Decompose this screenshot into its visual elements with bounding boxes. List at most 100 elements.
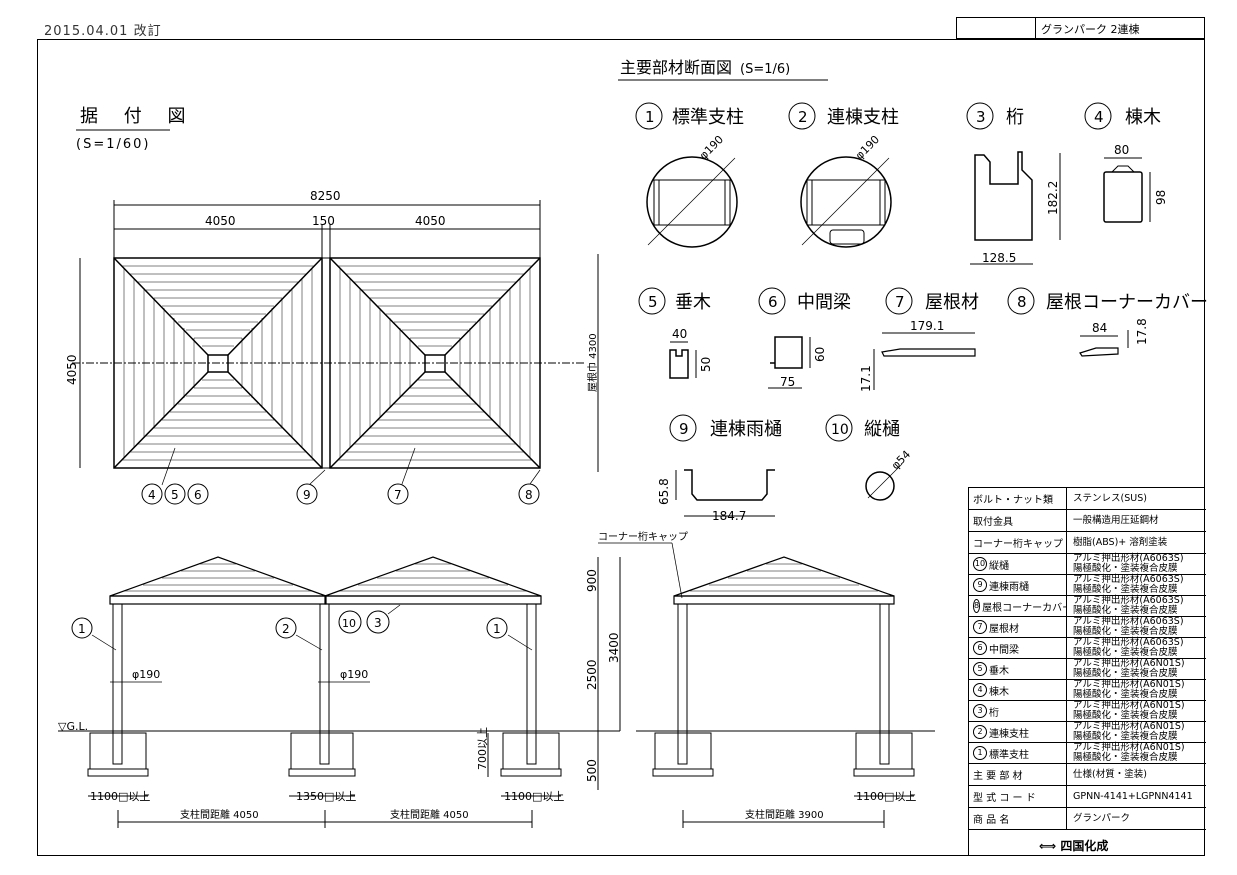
plan-callout-4: 4 xyxy=(148,488,156,502)
spec-value: アルミ押出形材(A6N01S)陽極酸化・塗装複合皮膜 xyxy=(1073,701,1185,721)
spec-value-text: アルミ押出形材(A6N01S) xyxy=(1073,742,1185,753)
plan-callout-8: 8 xyxy=(525,488,533,502)
spec-label: 主 要 部 材 xyxy=(969,764,1067,785)
part-10-name: 縦樋 xyxy=(864,419,900,440)
part-1-dim: φ190 xyxy=(697,133,726,162)
part-9-dim-w: 184.7 xyxy=(712,509,746,523)
spec-value-finish: 陽極酸化・塗装複合皮膜 xyxy=(1073,605,1178,616)
spec-value: 一般構造用圧延鋼材 xyxy=(1073,510,1159,531)
spec-row: コーナー桁キャップ樹脂(ABS)+ 溶剤塗装 xyxy=(969,532,1206,554)
spec-value-text: 樹脂(ABS)+ 溶剤塗装 xyxy=(1073,536,1168,548)
title-box: グランパーク 2連棟 xyxy=(956,17,1205,39)
spec-value-text: グランパーク xyxy=(1073,812,1131,824)
spec-value-text: アルミ押出形材(A6063S) xyxy=(1073,616,1184,627)
part-4-name: 棟木 xyxy=(1125,107,1161,128)
part-3-dim-w: 128.5 xyxy=(982,251,1016,265)
dim-base-depth: 500 xyxy=(585,759,599,782)
spec-number: 2 xyxy=(973,725,987,739)
plan-title: 据 付 図 xyxy=(80,106,195,127)
spec-label: 取付金具 xyxy=(969,510,1067,531)
span-label-1: 支柱間距離 4050 xyxy=(180,808,259,821)
spec-value: アルミ押出形材(A6N01S)陽極酸化・塗装複合皮膜 xyxy=(1073,659,1185,679)
spec-label: 型 式 コ ー ド xyxy=(969,786,1067,807)
elev-right-roof-hatch xyxy=(339,563,527,592)
spec-row: 型 式 コ ー ド GPNN-4141+LGPNN4141 xyxy=(969,786,1206,808)
part-10-no: 10 xyxy=(831,422,849,438)
footing-width-1: 1100□以上 xyxy=(90,790,150,803)
spec-row: 主 要 部 材仕様(材質・塗装) xyxy=(969,764,1206,786)
elevation-view: ▽G.L. コーナー桁キャ xyxy=(58,530,935,828)
spec-value-text: アルミ押出形材(A6063S) xyxy=(1073,595,1184,606)
spec-value-text: GPNN-4141+LGPNN4141 xyxy=(1073,790,1193,802)
dim-roof-width: 屋根巾 4300 xyxy=(586,333,599,392)
dim-gap: 150 xyxy=(312,214,335,228)
spec-value: アルミ押出形材(A6N01S)陽極酸化・塗装複合皮膜 xyxy=(1073,743,1185,763)
title-box-empty-cell xyxy=(957,18,1036,38)
spec-value-finish: 陽極酸化・塗装複合皮膜 xyxy=(1073,710,1178,721)
spec-value-text: アルミ押出形材(A6N01S) xyxy=(1073,721,1185,732)
spec-value-text: アルミ押出形材(A6N01S) xyxy=(1073,700,1185,711)
part-6-name: 中間梁 xyxy=(797,292,851,313)
part-6-no: 6 xyxy=(768,293,778,311)
dim-roof-height: 900 xyxy=(585,569,599,592)
elev-callout-10: 10 xyxy=(342,617,356,630)
spec-label-text: 垂木 xyxy=(989,665,1009,677)
part-2-no: 2 xyxy=(798,108,808,126)
post-dia-center: φ190 xyxy=(340,668,368,681)
elev-left-roof-hatch xyxy=(124,563,312,592)
part-5-name: 垂木 xyxy=(675,292,711,313)
spec-label-text: 縦樋 xyxy=(989,560,1009,572)
part-4-dim-h: 98 xyxy=(1154,190,1168,205)
spec-number: 3 xyxy=(973,704,987,718)
part-3-no: 3 xyxy=(976,108,986,126)
spec-label-text: コーナー桁キャップ xyxy=(973,539,1063,550)
part-7-dim-h: 17.1 xyxy=(859,365,873,392)
dim-post-height: 2500 xyxy=(585,659,599,690)
spec-value: アルミ押出形材(A6N01S)陽極酸化・塗装複合皮膜 xyxy=(1073,680,1185,700)
spec-label-text: 連棟支柱 xyxy=(989,728,1029,740)
section-title: 主要部材断面図 xyxy=(620,58,732,77)
drawing-frame xyxy=(37,39,1205,856)
spec-label: ボルト・ナット類 xyxy=(969,488,1067,509)
spec-label-text: 棟木 xyxy=(989,686,1009,698)
spec-value: 仕様(材質・塗装) xyxy=(1073,764,1147,785)
spec-number: 4 xyxy=(973,683,987,697)
part-7-dim-w: 179.1 xyxy=(910,319,944,333)
part-5-dim-w: 40 xyxy=(672,327,687,341)
spec-value: GPNN-4141+LGPNN4141 xyxy=(1073,786,1193,807)
spec-value: アルミ押出形材(A6063S)陽極酸化・塗装複合皮膜 xyxy=(1073,638,1184,658)
plan-view: 据 付 図 (S=1/60) 8250 4050 150 4050 4050 屋… xyxy=(65,106,599,505)
spec-label-text: 商 品 名 xyxy=(973,815,1010,826)
revision-date: 2015.04.01 改訂 xyxy=(44,24,162,39)
part-7-name: 屋根材 xyxy=(925,292,979,313)
part-2-dim: φ190 xyxy=(853,133,882,162)
elev-callout-3: 3 xyxy=(374,616,382,630)
spec-value: アルミ押出形材(A6063S)陽極酸化・塗装複合皮膜 xyxy=(1073,596,1184,616)
maker-logo: ⟺ 四国化成 xyxy=(1039,839,1109,853)
span-label-3: 支柱間距離 3900 xyxy=(745,808,824,821)
spec-value-finish: 陽極酸化・塗装複合皮膜 xyxy=(1073,668,1178,679)
spec-label-text: 型 式 コ ー ド xyxy=(973,793,1036,804)
spec-row: 商 品 名 グランパーク xyxy=(969,808,1206,830)
spec-row: 取付金具一般構造用圧延鋼材 xyxy=(969,510,1206,532)
spec-value: 樹脂(ABS)+ 溶剤塗装 xyxy=(1073,532,1167,553)
part-1-name: 標準支柱 xyxy=(672,107,744,128)
spec-value-text: アルミ押出形材(A6N01S) xyxy=(1073,679,1185,690)
spec-value: アルミ押出形材(A6063S)陽極酸化・塗装複合皮膜 xyxy=(1073,575,1184,595)
product-title: グランパーク 2連棟 xyxy=(1041,23,1140,36)
spec-value-finish: 陽極酸化・塗装複合皮膜 xyxy=(1073,563,1178,574)
